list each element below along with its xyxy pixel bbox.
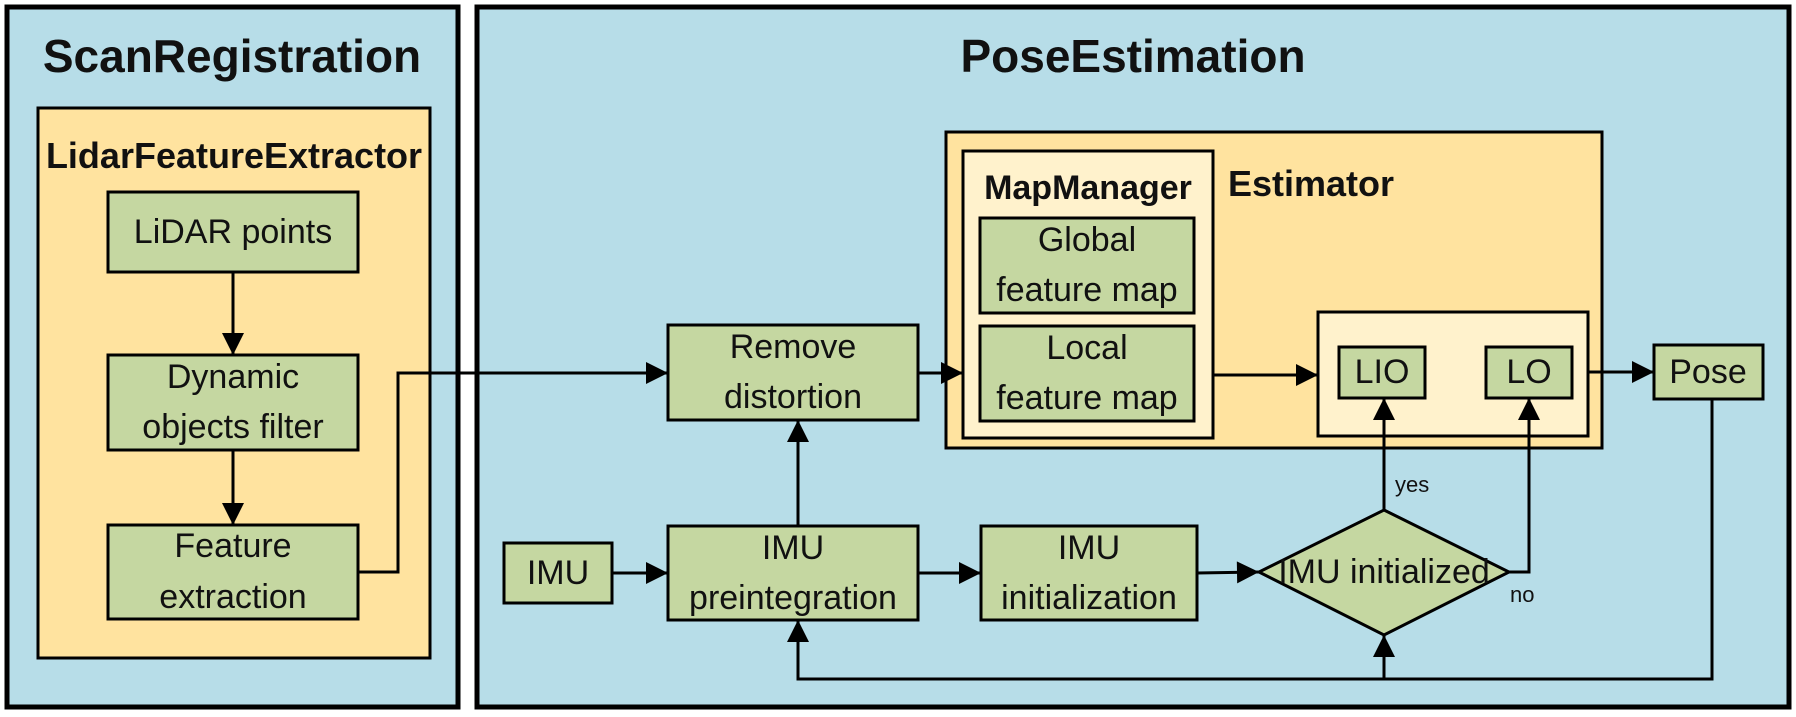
- global-feature-map-node: [978, 216, 1196, 315]
- global-map-line-1: Global: [1038, 221, 1136, 259]
- map-manager-title: MapManager: [984, 169, 1192, 207]
- pose-estimation-title: PoseEstimation: [960, 30, 1305, 82]
- edge-label-no: no: [1510, 582, 1534, 607]
- scan-registration-title: ScanRegistration: [43, 30, 421, 82]
- lidar-feature-extractor-title: LidarFeatureExtractor: [46, 135, 422, 176]
- dynamic-filter-line-2: objects filter: [142, 408, 323, 446]
- lio-line-1: LIO: [1355, 353, 1410, 391]
- imu-preintegration-node: [666, 524, 920, 622]
- feature-extraction-line-1: Feature: [174, 527, 291, 565]
- local-map-line-1: Local: [1046, 329, 1127, 367]
- local-feature-map-node: [978, 324, 1196, 423]
- feature-extraction-line-2: extraction: [159, 578, 306, 616]
- dynamic-filter-line-1: Dynamic: [167, 358, 299, 396]
- pose-line-1: Pose: [1669, 353, 1747, 391]
- imu-preintegration-line-2: preintegration: [689, 579, 897, 617]
- remove-distortion-line-1: Remove: [730, 328, 857, 366]
- edge-pose-feedback-to-preintegration: [787, 399, 1714, 681]
- imu-initialization-line-1: IMU: [1058, 529, 1120, 567]
- lo-node: [1484, 345, 1574, 400]
- imu-initialization-line-2: initialization: [1001, 579, 1177, 617]
- local-map-line-2: feature map: [996, 379, 1177, 417]
- imu-line-1: IMU: [527, 554, 589, 592]
- edge-decision-no-to-lo: [1509, 398, 1540, 574]
- estimator-title: Estimator: [1228, 163, 1394, 204]
- edge-label-yes: yes: [1395, 472, 1429, 497]
- global-map-line-2: feature map: [996, 271, 1177, 309]
- dynamic-objects-filter-node: [106, 353, 360, 452]
- lo-line-1: LO: [1506, 353, 1551, 391]
- imu-preintegration-line-1: IMU: [762, 529, 824, 567]
- imu-initialized-label: IMU initialized: [1278, 553, 1490, 591]
- remove-distortion-node: [666, 323, 920, 422]
- remove-distortion-line-2: distortion: [724, 378, 862, 416]
- feature-extraction-node: [106, 523, 360, 621]
- edge-initialization-to-decision: [1196, 561, 1260, 584]
- lidar-points-line-1: LiDAR points: [134, 213, 332, 251]
- edge-extraction-to-remove-distortion: [358, 362, 668, 574]
- imu-initialization-node: [979, 524, 1199, 622]
- pose-node: [1652, 343, 1765, 401]
